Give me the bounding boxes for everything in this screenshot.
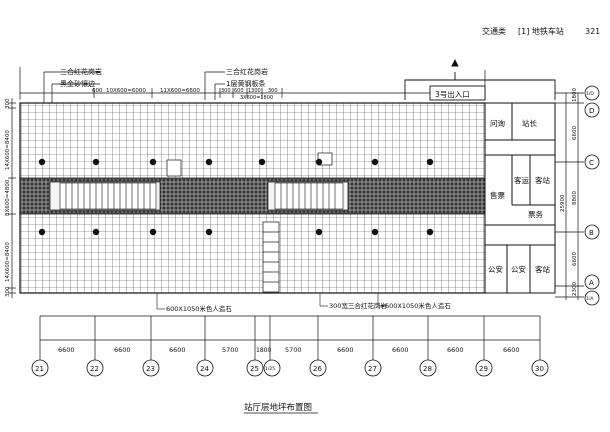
col-label-1-25: 1/25 (265, 366, 275, 372)
room-r6: 票务 (528, 209, 543, 219)
row-label-b: B (589, 229, 594, 237)
dim-a: 600 (92, 88, 103, 94)
bottom-dim-6: 5700 (285, 346, 302, 354)
header-section: [1] 地铁车站 (518, 26, 564, 36)
room-r3: 售票 (490, 190, 505, 200)
col-label-27: 27 (368, 365, 377, 373)
left-dim-3: 8X600=4800 (5, 179, 11, 216)
room-r1: 问询 (490, 118, 505, 128)
dim-d: 300 (221, 88, 231, 94)
room-r7: 公安 (488, 264, 503, 274)
bottom-dim-3: 6600 (169, 346, 186, 354)
bottom-dim-2: 6600 (114, 346, 131, 354)
stair-right (274, 182, 344, 210)
left-dimension-chain (8, 98, 16, 298)
dim-b: 10X600=6000 (106, 88, 146, 94)
bottom-callout-leaders (156, 293, 384, 310)
bottom-callout-2: 300宽三合红花岗岩 (329, 301, 387, 310)
col-label-22: 22 (90, 365, 99, 373)
row-label-c: C (589, 159, 594, 167)
callout-center-line2: 1层黄钢板条 (226, 79, 265, 88)
left-dim-1: 300 (5, 98, 11, 109)
header-category: 交通类 (482, 26, 506, 36)
row-label-a: A (589, 279, 594, 287)
left-dim-5: 300 (5, 286, 11, 297)
bottom-dim-9: 6600 (447, 346, 464, 354)
col-label-30: 30 (535, 365, 544, 373)
right-dim-total: 25900 (560, 194, 566, 212)
col-label-28: 28 (423, 365, 432, 373)
stair-left (59, 182, 157, 210)
row-axis-bubbles (584, 85, 600, 306)
right-dim-1: 1800 (572, 88, 578, 102)
row-label-1a: 1/A (586, 296, 594, 302)
room-r2: 站长 (522, 118, 537, 128)
right-dim-5: 2300 (572, 282, 578, 296)
dim-h: 3X600=1800 (240, 95, 273, 101)
bottom-callout-3: 600X1050米色人造石 (385, 301, 451, 310)
drawing-title: 站厅层地坪布置图 (244, 402, 312, 413)
dim-f: 1300 (248, 88, 261, 94)
col-label-26: 26 (313, 365, 322, 373)
bottom-dim-4: 5700 (222, 346, 239, 354)
room-r5: 客站 (535, 175, 550, 185)
stair-pointers (166, 152, 333, 293)
col-label-25: 25 (250, 365, 259, 373)
exit-structure (404, 58, 556, 101)
col-label-29: 29 (479, 365, 488, 373)
bottom-dim-10: 6600 (503, 346, 520, 354)
col-label-24: 24 (200, 365, 209, 373)
bottom-dim-1: 6600 (58, 346, 75, 354)
callout-left-line2: 黑金砂镶边 (60, 79, 95, 88)
callout-center-line1: 三合红花岗岩 (226, 67, 268, 76)
right-dim-2: 6600 (572, 126, 578, 140)
column-axis-bubbles (31, 359, 549, 377)
bottom-callout-1: 600X1050米色人造石 (166, 304, 232, 313)
right-dim-4: 6600 (572, 252, 578, 266)
col-label-21: 21 (35, 365, 44, 373)
bottom-dim-5: 1800 (256, 347, 271, 354)
bottom-dim-7: 6600 (337, 346, 354, 354)
dim-g: 300 (268, 88, 278, 94)
dim-e: 600 (234, 88, 244, 94)
header-page-number: 321 (585, 27, 600, 36)
room-block (484, 102, 556, 294)
row-label-1d: 1/D (586, 91, 594, 97)
col-label-23: 23 (146, 365, 155, 373)
bottom-dim-8: 6600 (392, 346, 409, 354)
right-dimension-chain (555, 92, 584, 300)
row-label-d: D (589, 107, 594, 115)
exit-label: 3号出入口 (435, 89, 470, 99)
dim-c: 11X600=6600 (160, 88, 200, 94)
bottom-dimension-chain (39, 315, 541, 360)
left-dim-4: 14X600=8400 (5, 242, 11, 282)
callout-left-line1: 三合红花岗岩 (60, 67, 102, 76)
right-dim-3: 8800 (572, 191, 578, 205)
left-dim-2: 14X600=8400 (5, 130, 11, 170)
room-r8: 公安 (511, 264, 526, 274)
room-r9: 客站 (535, 264, 550, 274)
room-r4: 客运 (514, 175, 529, 185)
structural-columns (38, 158, 434, 236)
